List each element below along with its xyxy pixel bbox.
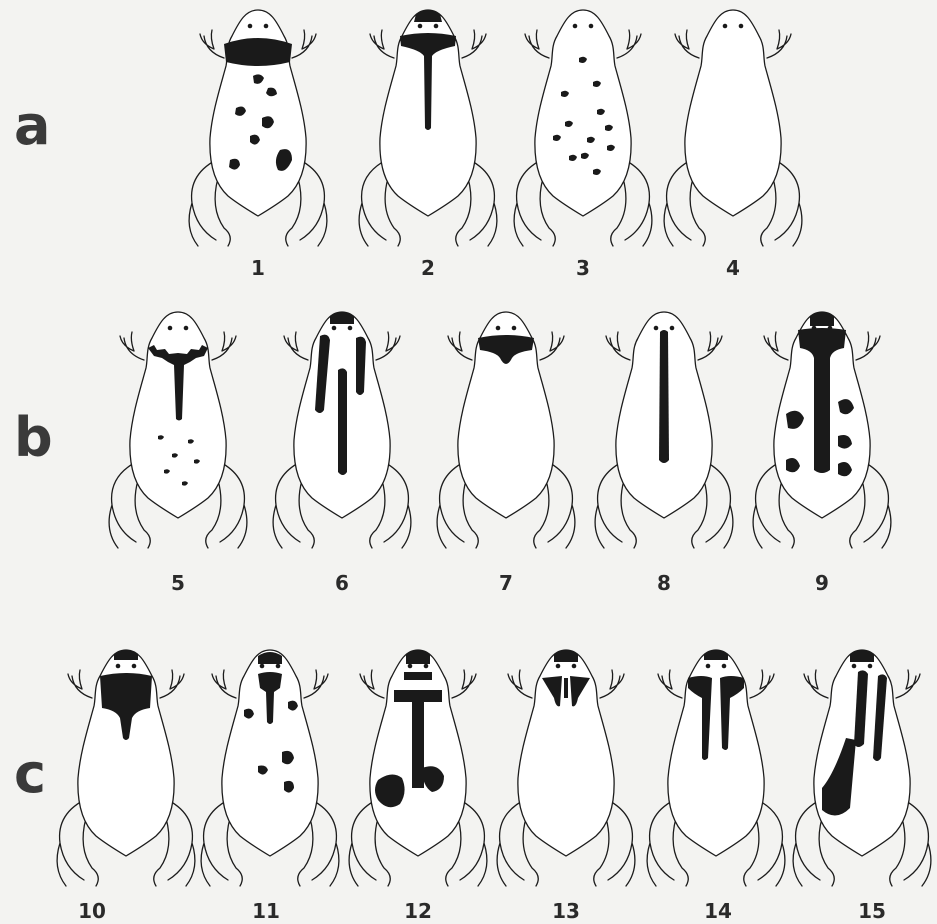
row-letter-a: a bbox=[14, 94, 50, 157]
frog-figure-1 bbox=[189, 10, 327, 246]
figure-number-15: 15 bbox=[858, 899, 886, 923]
figure-number-13: 13 bbox=[552, 899, 580, 923]
mid-stripe bbox=[659, 330, 669, 463]
row-letter-b: b bbox=[14, 406, 53, 469]
throat-band bbox=[224, 38, 292, 66]
frog-figure-5 bbox=[109, 312, 247, 548]
figure-number-12: 12 bbox=[404, 899, 432, 923]
frog-figure-11 bbox=[201, 650, 339, 886]
figure-number-14: 14 bbox=[704, 899, 732, 923]
figure-number-5: 5 bbox=[171, 571, 185, 595]
frog-figure-4 bbox=[664, 10, 802, 246]
frog-outline bbox=[664, 10, 802, 246]
frog-figure-13 bbox=[497, 650, 635, 886]
frog-outline bbox=[647, 650, 785, 886]
row-letter-c: c bbox=[14, 742, 46, 805]
mid-line bbox=[564, 678, 568, 698]
frog-figure-8 bbox=[595, 312, 733, 548]
frog-figure-6 bbox=[273, 312, 411, 548]
figure-number-7: 7 bbox=[499, 571, 513, 595]
frog-figure-15 bbox=[793, 650, 931, 886]
head-cap bbox=[414, 10, 442, 22]
figure-number-9: 9 bbox=[815, 571, 829, 595]
frog-figure-3 bbox=[514, 10, 652, 246]
frog-figure-7 bbox=[437, 312, 575, 548]
figure-number-3: 3 bbox=[576, 256, 590, 280]
head-cap bbox=[406, 650, 430, 664]
frog-figure-2 bbox=[359, 10, 497, 246]
figure-number-8: 8 bbox=[657, 571, 671, 595]
head-cap bbox=[810, 312, 834, 326]
frog-figure-10 bbox=[57, 650, 195, 886]
frog-outline bbox=[514, 10, 652, 246]
figure-number-2: 2 bbox=[421, 256, 435, 280]
figures-layer: 123456789101112131415 bbox=[57, 10, 931, 923]
frog-figure-9 bbox=[753, 312, 891, 548]
center-stripe bbox=[338, 368, 347, 475]
short-bar bbox=[404, 672, 432, 680]
figure-number-11: 11 bbox=[252, 899, 280, 923]
figure-number-6: 6 bbox=[335, 571, 349, 595]
frog-outline bbox=[109, 312, 247, 548]
figure-number-1: 1 bbox=[251, 256, 265, 280]
figure-number-10: 10 bbox=[78, 899, 106, 923]
frog-figure-12 bbox=[349, 650, 487, 886]
frog-figure-14 bbox=[647, 650, 785, 886]
figure-number-4: 4 bbox=[726, 256, 740, 280]
